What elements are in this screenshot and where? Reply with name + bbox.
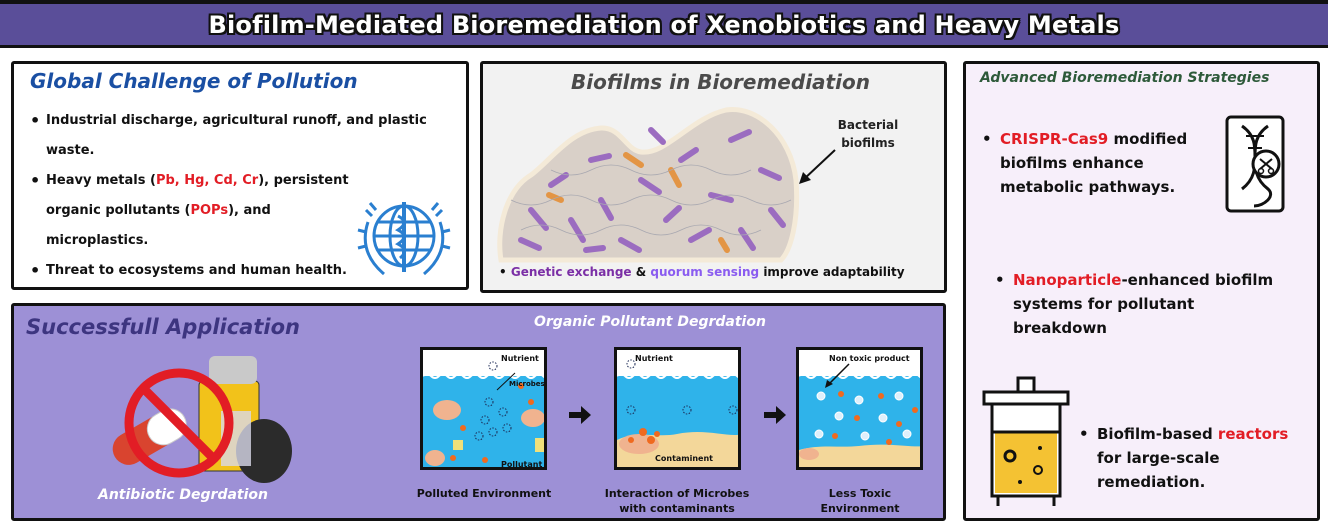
tank-polluted: Nutrient Microbes Pollutant	[420, 347, 547, 470]
strategy-text: Biofilm-based	[1097, 425, 1218, 443]
tank-caption-interaction: Interaction of Microbes with contaminant…	[597, 486, 757, 516]
application-heading: Successfull Application	[26, 315, 300, 339]
highlight-text: POPs	[190, 203, 229, 218]
global-challenge-list: Industrial discharge, agricultural runof…	[28, 106, 448, 286]
strategy-crispr: • CRISPR-Cas9 modified biofilms enhance …	[982, 127, 1188, 199]
bullet-text: &	[631, 265, 651, 279]
bullet-text: Threat to ecosystems and human health.	[46, 263, 347, 278]
strategy-text: for large-scale	[1097, 449, 1220, 467]
interaction-tank-illustration	[617, 350, 738, 467]
label-line: biofilms	[841, 136, 895, 150]
tank-caption-less-toxic: Less Toxic Environment	[780, 486, 940, 516]
highlight-text: CRISPR-Cas9	[1000, 130, 1109, 148]
arrow-right-icon	[764, 406, 786, 424]
bullet-text: Industrial discharge, agricultural runof…	[46, 113, 427, 158]
pollutant-label: Pollutant	[501, 460, 543, 469]
tank-caption-polluted: Polluted Environment	[416, 487, 552, 500]
bullet-text: Heavy metals (	[46, 173, 156, 188]
title-bar: Biofilm-Mediated Bioremediation of Xenob…	[0, 0, 1328, 48]
strategy-text: biofilms enhance	[1000, 154, 1144, 172]
microbes-label: Microbes	[509, 380, 545, 388]
highlight-text: Nanoparticle	[1013, 271, 1122, 289]
strategy-text: remediation.	[1097, 473, 1206, 491]
bullet-text: ), and microplastics.	[46, 203, 271, 248]
label-line: Bacterial	[837, 118, 899, 132]
less-toxic-tank-illustration	[799, 350, 920, 467]
biofilms-heading: Biofilms in Bioremediation	[571, 70, 870, 94]
contaminent-label: Contaminent	[655, 454, 714, 463]
non-toxic-product-label: Non toxic product	[829, 354, 910, 363]
caption-line: Environment	[820, 502, 900, 515]
bullet-text: improve adaptability	[759, 265, 905, 279]
dna-scissors-icon	[1225, 115, 1285, 213]
caption-line: Less Toxic	[828, 487, 892, 500]
global-challenge-panel: Global Challenge of Pollution Industrial…	[11, 61, 469, 290]
page-title: Biofilm-Mediated Bioremediation of Xenob…	[208, 10, 1120, 39]
tank-less-toxic: Non toxic product	[796, 347, 923, 470]
caption-line: with contaminants	[619, 502, 735, 515]
strategy-nanoparticle: • Nanoparticle-enhanced biofilm systems …	[995, 268, 1274, 340]
biofilms-panel: Biofilms in Bioremediation Bacterial bio…	[480, 61, 947, 293]
caption-line: Interaction of Microbes	[604, 487, 750, 500]
nutrient-label: Nutrient	[501, 354, 539, 363]
application-panel: Successfull Application Antibiotic Degrd…	[11, 303, 946, 521]
list-item: Threat to ecosystems and human health.	[28, 256, 448, 286]
biofilms-bullet: • Genetic exchange & quorum sensing impr…	[499, 265, 905, 279]
strategy-reactors: • Biofilm-based reactors for large-scale…	[1079, 422, 1289, 494]
strategy-text: -enhanced biofilm	[1121, 271, 1274, 289]
bioreactor-icon	[982, 376, 1070, 506]
who-emblem-icon	[357, 202, 451, 276]
strategy-text: breakdown	[1013, 319, 1107, 337]
list-item: Heavy metals (Pb, Hg, Cd, Cr), persisten…	[28, 166, 358, 256]
bullet-text: ), persistent organic pollutants (	[46, 173, 349, 218]
advanced-heading: Advanced Bioremediation Strategies	[980, 70, 1270, 86]
polluted-tank-illustration	[423, 350, 544, 467]
strategy-text: systems for pollutant	[1013, 295, 1195, 313]
no-antibiotics-icon	[112, 356, 292, 483]
strategy-text: metabolic pathways.	[1000, 178, 1176, 196]
list-item: Industrial discharge, agricultural runof…	[28, 106, 448, 166]
highlight-text: Pb, Hg, Cd, Cr	[155, 173, 259, 188]
global-challenge-heading: Global Challenge of Pollution	[30, 69, 358, 93]
bacterial-biofilms-label: Bacterial biofilms	[823, 116, 913, 152]
pointer-arrow-icon	[799, 149, 836, 184]
advanced-strategies-panel: Advanced Bioremediation Strategies • CRI…	[963, 61, 1320, 521]
tank-interaction: Nutrient Contaminent	[614, 347, 741, 470]
strategy-text: modified	[1108, 130, 1188, 148]
antibiotic-caption: Antibiotic Degrdation	[98, 487, 268, 503]
quorum-sensing-text: quorum sensing	[650, 265, 760, 279]
organic-pollutant-title: Organic Pollutant Degrdation	[534, 314, 766, 330]
arrow-right-icon	[569, 406, 591, 424]
bacteria-biofilm-illustration	[497, 106, 800, 263]
highlight-text: reactors	[1217, 425, 1289, 443]
genetic-exchange-text: Genetic exchange	[510, 265, 632, 279]
nutrient-label: Nutrient	[635, 354, 673, 363]
